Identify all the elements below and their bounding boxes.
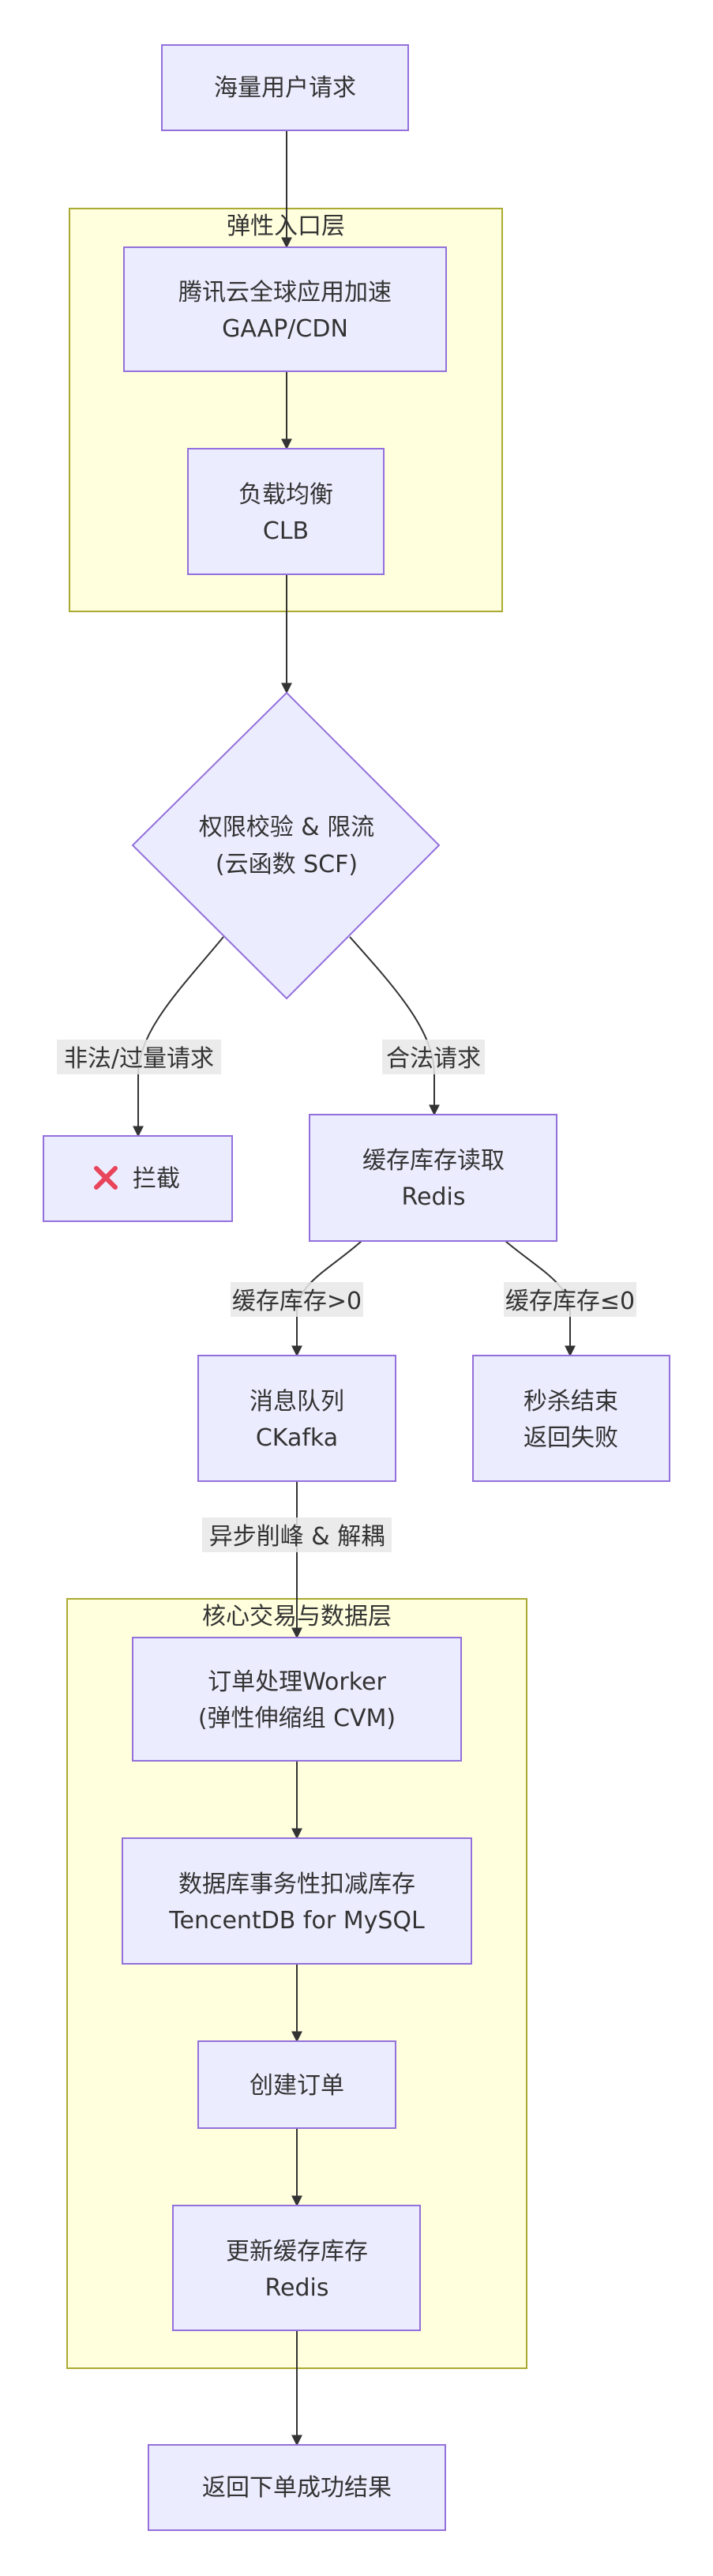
svg-text:非法/过量请求: 非法/过量请求: [64, 1045, 214, 1073]
svg-text:海量用户请求: 海量用户请求: [214, 74, 356, 102]
edge-label-stock-gt0: 缓存库存>0: [231, 1282, 363, 1317]
svg-text:创建订单: 创建订单: [250, 2072, 344, 2100]
node-sale-end: 秒杀结束 返回失败: [472, 1355, 670, 1482]
svg-text:更新缓存库存: 更新缓存库存: [226, 2238, 368, 2266]
node-redis-read: 缓存库存读取 Redis: [309, 1114, 557, 1242]
svg-text:腾讯云全球应用加速: 腾讯云全球应用加速: [178, 279, 392, 306]
node-clb: 负载均衡 CLB: [187, 448, 385, 575]
edge-auth-to-redis: [349, 936, 440, 1116]
svg-text:返回失败: 返回失败: [523, 1424, 618, 1452]
svg-text:Redis: Redis: [265, 2274, 329, 2302]
node-user-request: 海量用户请求: [161, 44, 409, 131]
node-mq: 消息队列 CKafka: [197, 1355, 396, 1482]
svg-text:权限校验 & 限流: 权限校验 & 限流: [199, 814, 374, 841]
edge-label-legal: 合法请求: [382, 1040, 485, 1074]
edge-auth-to-block: [133, 936, 224, 1138]
svg-text:缓存库存≤0: 缓存库存≤0: [505, 1288, 635, 1315]
svg-text:CLB: CLB: [263, 517, 309, 545]
svg-text:GAAP/CDN: GAAP/CDN: [222, 315, 348, 343]
svg-text:异步削峰 & 解耦: 异步削峰 & 解耦: [209, 1523, 385, 1551]
svg-text:(弹性伸缩组 CVM): (弹性伸缩组 CVM): [198, 1705, 396, 1732]
node-gaap-cdn: 腾讯云全球应用加速 GAAP/CDN: [123, 246, 447, 372]
svg-text:TencentDB for MySQL: TencentDB for MySQL: [168, 1907, 425, 1935]
svg-text:消息队列: 消息队列: [250, 1388, 344, 1416]
node-block: 拦截: [43, 1135, 233, 1222]
svg-text:CKafka: CKafka: [256, 1424, 338, 1452]
node-db-tx: 数据库事务性扣减库存 TencentDB for MySQL: [122, 1837, 472, 1965]
svg-text:Redis: Redis: [402, 1183, 466, 1211]
svg-text:拦截: 拦截: [133, 1165, 180, 1193]
node-create-order: 创建订单: [197, 2040, 396, 2129]
svg-text:缓存库存读取: 缓存库存读取: [362, 1147, 505, 1175]
node-update-cache: 更新缓存库存 Redis: [172, 2205, 421, 2331]
edge-label-async: 异步削峰 & 解耦: [202, 1517, 392, 1552]
node-auth-limit: 权限校验 & 限流 (云函数 SCF): [131, 691, 441, 1000]
svg-text:负载均衡: 负载均衡: [238, 481, 333, 509]
svg-text:返回下单成功结果: 返回下单成功结果: [202, 2474, 392, 2502]
svg-text:数据库事务性扣减库存: 数据库事务性扣减库存: [178, 1871, 415, 1898]
cross-mark-icon: [94, 1166, 118, 1190]
svg-text:(云函数 SCF): (云函数 SCF): [216, 851, 358, 878]
edge-label-illegal: 非法/过量请求: [57, 1040, 221, 1074]
node-worker: 订单处理Worker (弹性伸缩组 CVM): [132, 1637, 462, 1762]
svg-text:合法请求: 合法请求: [386, 1045, 481, 1073]
svg-text:秒杀结束: 秒杀结束: [523, 1388, 618, 1416]
svg-text:订单处理Worker: 订单处理Worker: [208, 1668, 386, 1696]
edge-label-stock-le0: 缓存库存≤0: [504, 1282, 636, 1317]
node-result: 返回下单成功结果: [148, 2444, 446, 2531]
svg-text:缓存库存>0: 缓存库存>0: [232, 1288, 362, 1315]
